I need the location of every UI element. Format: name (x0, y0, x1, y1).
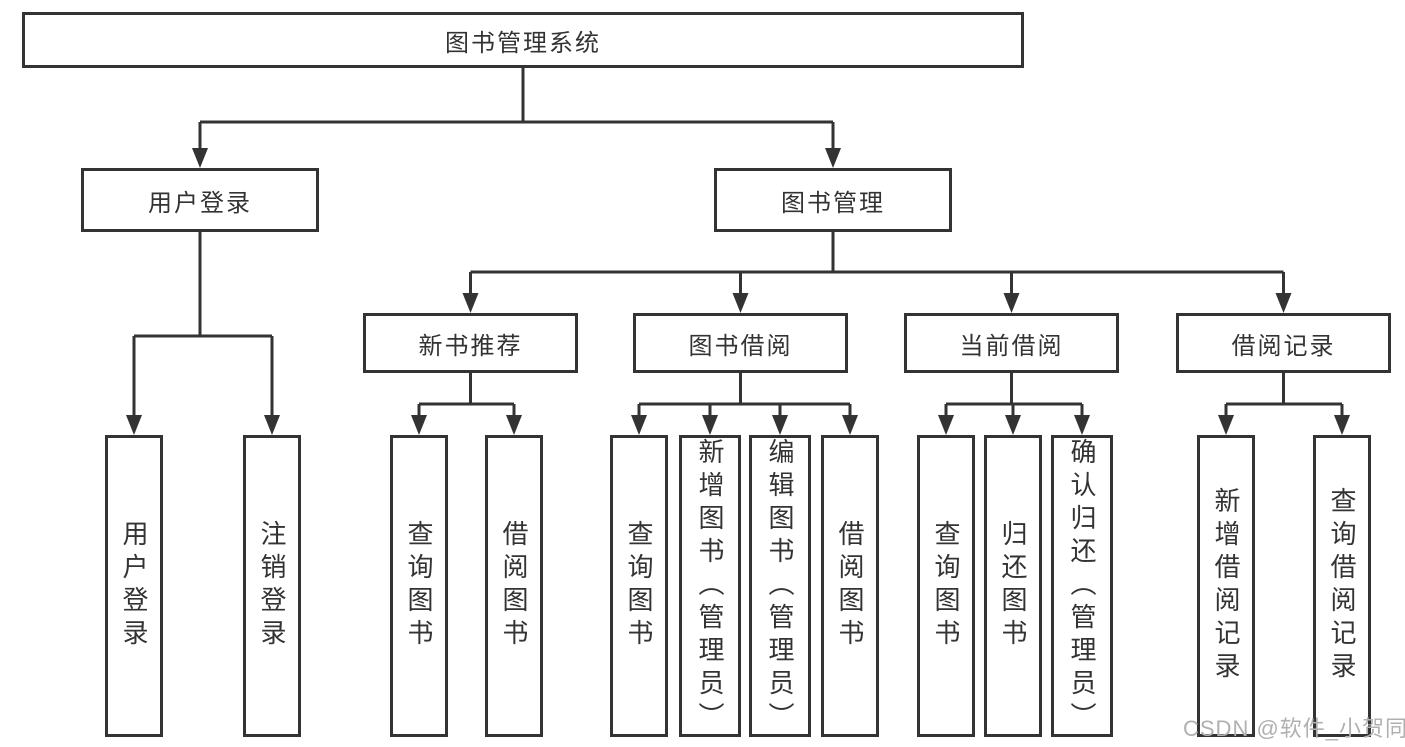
leaf-query-books-current-label: 查询图书 (931, 520, 961, 652)
leaf-query-books-recommend-label: 查询图书 (404, 520, 434, 652)
node-current-borrow: 当前借阅 (904, 313, 1119, 373)
leaf-add-book-admin: 新增图书（管理员） (679, 435, 741, 737)
node-new-book-recommend-label: 新书推荐 (418, 332, 523, 360)
leaf-logout: 注销登录 (243, 435, 301, 737)
leaf-query-borrow-record-label: 查询借阅记录 (1327, 487, 1357, 685)
node-library-system: 图书管理系统 (22, 12, 1024, 68)
leaf-return-book-label: 归还图书 (998, 520, 1028, 652)
arrowhead-icons (126, 148, 1350, 435)
node-user-login-branch-label: 用户登录 (148, 189, 252, 217)
leaf-user-login: 用户登录 (105, 435, 163, 737)
node-book-borrow: 图书借阅 (633, 313, 848, 373)
leaf-confirm-return-admin-label: 确认归还（管理员） (1067, 437, 1097, 735)
leaf-add-book-admin-label: 新增图书（管理员） (695, 437, 725, 735)
node-book-management-label: 图书管理 (781, 189, 885, 217)
leaf-query-books-recommend: 查询图书 (390, 435, 448, 737)
leaf-borrow-books-recommend-label: 借阅图书 (499, 520, 529, 652)
leaf-query-books-borrow-label: 查询图书 (624, 520, 654, 652)
leaf-add-borrow-record: 新增借阅记录 (1197, 435, 1255, 737)
leaf-query-books-borrow: 查询图书 (610, 435, 668, 737)
node-new-book-recommend: 新书推荐 (363, 313, 578, 373)
leaf-borrow-books-borrow-label: 借阅图书 (835, 520, 865, 652)
leaf-return-book: 归还图书 (984, 435, 1042, 737)
leaf-edit-book-admin-label: 编辑图书（管理员） (765, 437, 795, 735)
csdn-watermark: CSDN @软件_小贺同学 (1183, 716, 1405, 741)
leaf-borrow-books-borrow: 借阅图书 (821, 435, 879, 737)
leaf-user-login-label: 用户登录 (119, 520, 149, 652)
node-borrow-records-label: 借阅记录 (1231, 332, 1336, 360)
leaf-add-borrow-record-label: 新增借阅记录 (1211, 487, 1241, 685)
leaf-borrow-books-recommend: 借阅图书 (485, 435, 543, 737)
leaf-confirm-return-admin: 确认归还（管理员） (1051, 435, 1113, 737)
leaf-edit-book-admin: 编辑图书（管理员） (749, 435, 811, 737)
leaf-query-books-current: 查询图书 (917, 435, 975, 737)
node-book-borrow-label: 图书借阅 (688, 332, 793, 360)
node-library-system-label: 图书管理系统 (445, 29, 601, 57)
node-borrow-records: 借阅记录 (1176, 313, 1391, 373)
leaf-logout-label: 注销登录 (257, 520, 287, 652)
node-user-login-branch: 用户登录 (81, 168, 319, 232)
node-current-borrow-label: 当前借阅 (959, 332, 1064, 360)
leaf-query-borrow-record: 查询借阅记录 (1313, 435, 1371, 737)
node-book-management: 图书管理 (714, 168, 952, 232)
